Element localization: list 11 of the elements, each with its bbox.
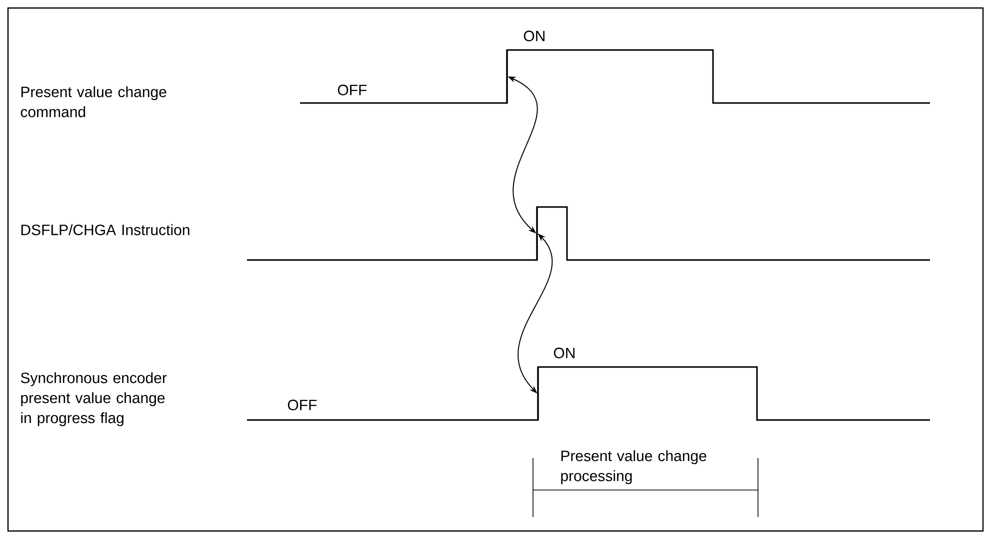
- signal-name: Synchronous encoder present value change in progress flag: [20, 372, 167, 426]
- signal-edge: [537, 366, 539, 421]
- signal-edge: [506, 49, 508, 104]
- signal-edge: [536, 206, 538, 261]
- dimension-label: Present value change processing: [561, 450, 706, 484]
- state-label: ON: [524, 30, 544, 42]
- state-label: OFF: [338, 84, 367, 96]
- signal-name: Present value change command: [20, 86, 166, 118]
- state-label: ON: [554, 348, 574, 358]
- signal-name: DSFLP/CHGA Instruction: [21, 224, 190, 236]
- state-label: OFF: [288, 400, 317, 410]
